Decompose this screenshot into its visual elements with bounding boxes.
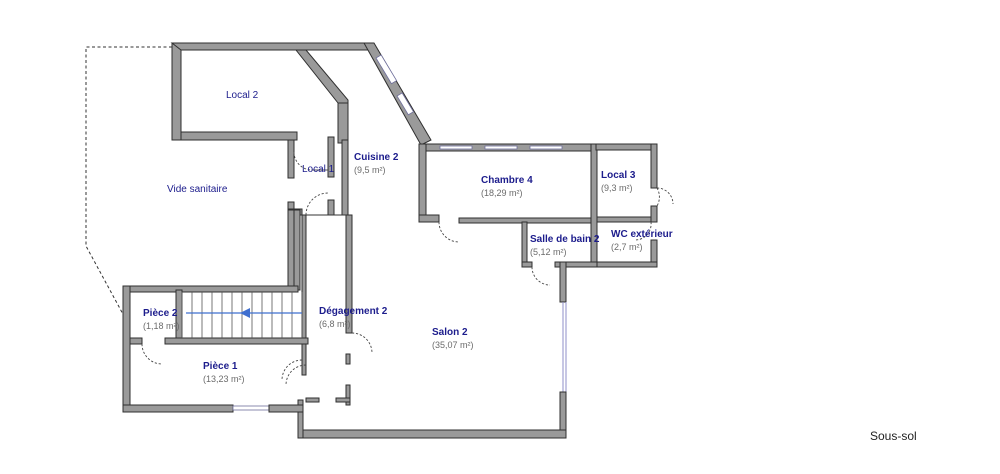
window-slanted-2 xyxy=(396,92,415,116)
level-label: Sous-sol xyxy=(870,429,917,443)
window-chambre-1 xyxy=(439,145,473,150)
stair-arrowhead-icon xyxy=(240,308,250,318)
window-chambre-3 xyxy=(529,145,563,150)
local2-walls xyxy=(170,42,375,144)
area-piece2: (1,18 m²) xyxy=(143,321,180,331)
label-chambre4: Chambre 4 xyxy=(481,175,533,186)
door-chambre4 xyxy=(438,221,460,243)
staircase xyxy=(181,292,303,338)
door-piece2 xyxy=(141,343,163,365)
door-local3 xyxy=(656,187,660,207)
door-degagement-top xyxy=(305,192,329,216)
door-degagement-right xyxy=(351,332,373,354)
door-local3-ext xyxy=(656,187,674,205)
door-piece1 xyxy=(281,359,303,381)
vide-sanitaire-boundary xyxy=(85,46,172,317)
label-local2: Local 2 xyxy=(226,90,259,101)
local3-wc-walls xyxy=(595,143,658,268)
area-degagement2: (6,8 m²) xyxy=(319,319,351,329)
door-degagement-bottom xyxy=(285,364,307,386)
local1-walls xyxy=(287,136,349,216)
area-wc: (2,7 m²) xyxy=(611,242,643,252)
area-local3: (9,3 m²) xyxy=(601,183,633,193)
label-sdb2: Salle de bain 2 xyxy=(530,234,600,245)
label-salon2: Salon 2 xyxy=(432,327,468,338)
door-local1 xyxy=(293,151,313,171)
window-slanted-1 xyxy=(375,54,398,85)
area-piece1: (13,23 m²) xyxy=(203,374,245,384)
chambre4-walls xyxy=(418,143,598,266)
label-degagement2: Dégagement 2 xyxy=(319,306,388,317)
window-chambre-2 xyxy=(484,145,518,150)
label-local1: Local 1 xyxy=(302,164,335,175)
label-piece1: Pièce 1 xyxy=(203,361,238,372)
label-wc: WC extérieur xyxy=(611,229,673,240)
piece-walls xyxy=(122,285,309,413)
area-chambre4: (18,29 m²) xyxy=(481,188,523,198)
door-sdb xyxy=(531,266,551,286)
area-cuisine2: (9,5 m²) xyxy=(354,165,386,175)
label-vide-sanitaire: Vide sanitaire xyxy=(167,184,228,195)
area-sdb2: (5,12 m²) xyxy=(530,247,567,257)
label-cuisine2: Cuisine 2 xyxy=(354,152,399,163)
label-piece2: Pièce 2 xyxy=(143,308,178,319)
salon-bottom-wall xyxy=(297,429,567,439)
door-wc xyxy=(634,221,652,241)
label-local3: Local 3 xyxy=(601,170,636,181)
cuisine-slanted-wall xyxy=(363,42,432,146)
window-piece1 xyxy=(232,405,270,411)
area-salon2: (35,07 m²) xyxy=(432,340,474,350)
